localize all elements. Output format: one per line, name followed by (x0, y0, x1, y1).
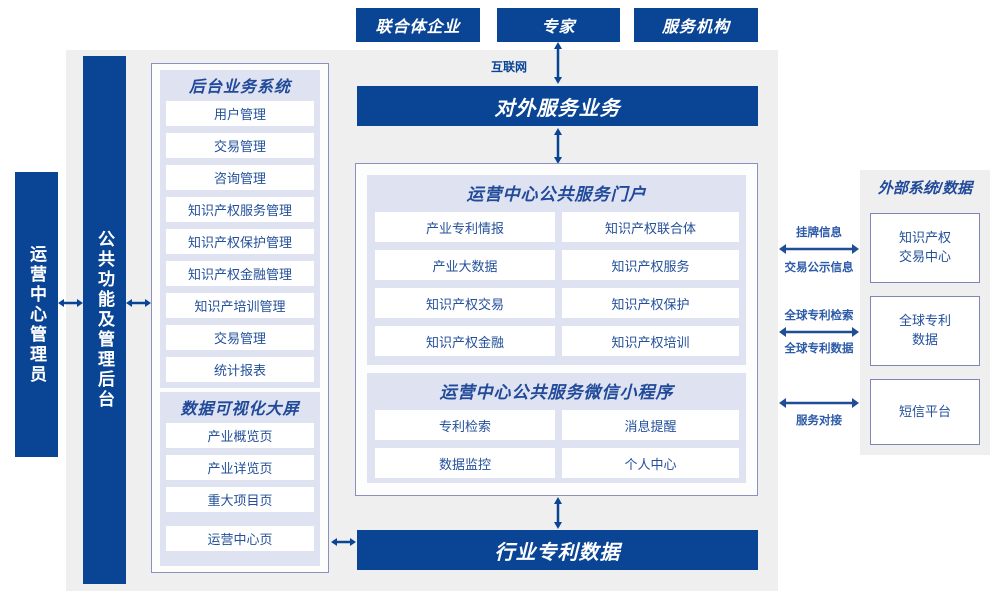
item-label: 短信平台 (898, 403, 951, 419)
actor-label: 联合体企业 (375, 19, 461, 36)
item-label: 产业概览页 (207, 429, 273, 444)
connector-2-below-label: 服务对接 (796, 415, 842, 427)
visualization-item-1[interactable]: 产业详览页 (166, 455, 314, 480)
item-label: 用户管理 (213, 107, 266, 122)
portal-item-7[interactable]: 知识产权培训 (562, 326, 739, 356)
arrow-common-to-backend (126, 294, 151, 312)
item-label: 知识产培训管理 (194, 299, 286, 314)
item-label: 交易管理 (213, 331, 266, 346)
left-column-common-functions[interactable]: 公共功能及管理后台 (83, 56, 126, 584)
item-label: 运营中心页 (207, 532, 273, 547)
external-item-ip-exchange-center[interactable]: 知识产权 交易中心 (870, 213, 980, 283)
portal-item-4[interactable]: 知识产权交易 (375, 288, 555, 318)
portal-item-6[interactable]: 知识产权金融 (375, 326, 555, 356)
item-label: 知识产权培训 (611, 334, 690, 350)
portal-panel-title: 运营中心公共服务门户 (466, 185, 647, 204)
item-label: 产业详览页 (207, 461, 273, 476)
item-label: 个人中心 (624, 456, 677, 472)
left-column-label: 公共功能及管理后台 (95, 230, 114, 410)
item-label: 消息提醒 (624, 418, 677, 434)
item-label: 咨询管理 (213, 171, 266, 186)
item-label: 产业专利情报 (425, 220, 504, 236)
item-label: 知识产权交易 (425, 296, 504, 312)
external-item-sms-platform[interactable]: 短信平台 (870, 379, 980, 445)
backend-item-6[interactable]: 知识产培训管理 (166, 293, 314, 318)
miniprogram-panel-title: 运营中心公共服务微信小程序 (439, 383, 674, 402)
arrow-backend-to-industry-data (331, 533, 356, 551)
item-label: 知识产权联合体 (604, 220, 696, 236)
industry-patent-data-bar[interactable]: 行业专利数据 (357, 530, 758, 570)
actor-label: 专家 (541, 19, 576, 36)
external-service-bar[interactable]: 对外服务业务 (357, 86, 758, 126)
arrow-connector-2 (779, 394, 859, 412)
portal-item-2[interactable]: 产业大数据 (375, 250, 555, 280)
miniprogram-item-3[interactable]: 个人中心 (562, 448, 739, 478)
backend-item-1[interactable]: 交易管理 (166, 133, 314, 158)
connector-0-above-label: 挂牌信息 (796, 227, 842, 239)
visualization-panel-title: 数据可视化大屏 (180, 401, 300, 418)
backend-panel-title: 后台业务系统 (188, 79, 291, 96)
backend-item-4[interactable]: 知识产权保护管理 (166, 229, 314, 254)
backend-item-2[interactable]: 咨询管理 (166, 165, 314, 190)
actor-label: 服务机构 (661, 19, 730, 36)
backend-item-0[interactable]: 用户管理 (166, 101, 314, 126)
arrow-internet (549, 42, 567, 84)
backend-item-8[interactable]: 统计报表 (166, 357, 314, 382)
industry-patent-data-label: 行业专利数据 (494, 541, 621, 564)
portal-item-1[interactable]: 知识产权联合体 (562, 212, 739, 242)
arrow-operator-to-common (58, 294, 83, 312)
actor-box-0[interactable]: 联合体企业 (356, 8, 480, 42)
item-label: 知识产权保护 (611, 296, 690, 312)
backend-item-5[interactable]: 知识产权金融管理 (166, 261, 314, 286)
arrow-service-to-portal (549, 128, 567, 164)
external-service-label: 对外服务业务 (494, 97, 621, 120)
visualization-item-3[interactable]: 运营中心页 (166, 526, 314, 551)
item-label: 知识产权保护管理 (187, 235, 292, 250)
backend-item-3[interactable]: 知识产权服务管理 (166, 197, 314, 222)
left-column-operator[interactable]: 运营中心管理员 (15, 172, 58, 457)
miniprogram-item-0[interactable]: 专利检索 (375, 410, 555, 440)
portal-item-5[interactable]: 知识产权保护 (562, 288, 739, 318)
connector-1-below-label: 全球专利数据 (784, 343, 854, 355)
item-label: 产业大数据 (432, 258, 498, 274)
item-label: 知识产权金融 (425, 334, 504, 350)
connector-1-above-label: 全球专利检索 (784, 310, 854, 322)
item-label: 知识产权金融管理 (187, 267, 292, 282)
backend-item-7[interactable]: 交易管理 (166, 325, 314, 350)
portal-item-3[interactable]: 知识产权服务 (562, 250, 739, 280)
arrow-connector-0 (779, 240, 859, 258)
visualization-item-0[interactable]: 产业概览页 (166, 423, 314, 448)
arrow-portal-to-industry-data (549, 497, 567, 529)
miniprogram-item-1[interactable]: 消息提醒 (562, 410, 739, 440)
portal-item-0[interactable]: 产业专利情报 (375, 212, 555, 242)
external-panel-title: 外部系统/数据 (877, 179, 973, 197)
arrow-connector-1 (779, 323, 859, 341)
item-label: 交易管理 (213, 139, 266, 154)
connector-0-below-label: 交易公示信息 (784, 262, 854, 274)
item-label: 知识产权服务管理 (187, 203, 292, 218)
item-label: 数据监控 (438, 456, 491, 472)
item-label: 重大项目页 (207, 493, 273, 508)
item-label: 统计报表 (213, 363, 266, 378)
actor-box-1[interactable]: 专家 (497, 8, 620, 42)
item-label: 专利检索 (438, 418, 491, 434)
actor-box-2[interactable]: 服务机构 (634, 8, 758, 42)
miniprogram-item-2[interactable]: 数据监控 (375, 448, 555, 478)
visualization-item-2[interactable]: 重大项目页 (166, 487, 314, 512)
item-label: 知识产权服务 (611, 258, 690, 274)
external-item-global-patent-data[interactable]: 全球专利 数据 (870, 296, 980, 366)
item-label: 知识产权 交易中心 (898, 230, 951, 264)
left-column-label: 运营中心管理员 (27, 244, 46, 385)
item-label: 全球专利 数据 (898, 313, 951, 347)
internet-label: 互联网 (491, 60, 528, 74)
